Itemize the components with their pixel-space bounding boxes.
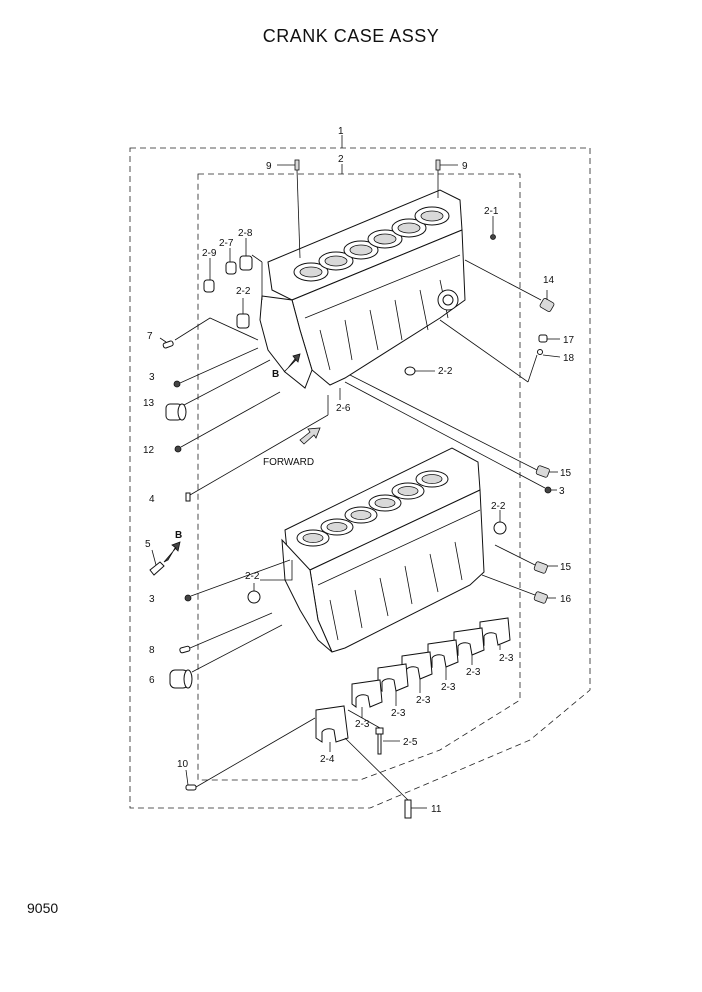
callout-3c: 3 <box>149 594 155 605</box>
callout-6: 6 <box>149 675 155 686</box>
callout-2-8: 2-8 <box>238 228 253 239</box>
callout-9b: 9 <box>462 161 468 172</box>
callout-2-2a: 2-2 <box>236 286 251 297</box>
lower-crankcase-block <box>281 447 485 653</box>
callout-2-3f: 2-3 <box>355 719 370 730</box>
callout-2-3a: 2-3 <box>499 653 514 664</box>
assembly-1-boundary <box>129 147 591 809</box>
view-b-arrow-upper <box>283 353 301 373</box>
callout-2-2d: 2-2 <box>245 571 260 582</box>
bushing-2-2c <box>493 521 507 535</box>
callout-2-9: 2-9 <box>202 248 217 259</box>
callout-2-4: 2-4 <box>320 754 335 765</box>
callout-2-2c: 2-2 <box>491 501 506 512</box>
callout-5: 5 <box>145 539 151 550</box>
callout-2: 2 <box>338 154 344 165</box>
pin-8 <box>179 645 191 654</box>
plug-15b <box>533 561 548 574</box>
callout-13: 13 <box>143 398 155 409</box>
callout-16: 16 <box>560 594 572 605</box>
callout-3b: 3 <box>559 486 565 497</box>
assembly-2-boundary <box>197 173 521 781</box>
callout-8: 8 <box>149 645 155 656</box>
pin-7 <box>162 340 174 349</box>
callout-2-5: 2-5 <box>403 737 418 748</box>
callout-2-3b: 2-3 <box>466 667 481 678</box>
callout-2-1: 2-1 <box>484 206 499 217</box>
bushing-2-2d <box>247 590 261 604</box>
plug-13 <box>165 403 187 421</box>
dowel-pin-9b <box>435 159 441 171</box>
pin-11 <box>404 799 412 819</box>
dowel-pin-9a <box>294 159 300 171</box>
callout-2-3e: 2-3 <box>391 708 406 719</box>
callout-1: 1 <box>338 126 344 137</box>
callout-9a: 9 <box>266 161 272 172</box>
callout-17: 17 <box>563 335 575 346</box>
view-b-upper-label: B <box>272 369 279 380</box>
callout-10: 10 <box>177 759 189 770</box>
bolt-2-5 <box>375 727 384 755</box>
view-b-lower-label: B <box>175 530 182 541</box>
callout-4: 4 <box>149 494 155 505</box>
pin-4 <box>185 492 191 502</box>
callout-14: 14 <box>543 275 555 286</box>
plug-3c <box>184 594 192 602</box>
plug-2-1 <box>490 234 496 240</box>
sleeve-set <box>203 255 253 329</box>
callout-18: 18 <box>563 353 575 364</box>
plug-17 <box>538 334 548 343</box>
diagram-title: CRANK CASE ASSY <box>262 26 440 46</box>
callout-15a: 15 <box>560 468 572 479</box>
callout-2-3d: 2-3 <box>416 695 431 706</box>
plug-14 <box>539 298 555 312</box>
callout-7: 7 <box>147 331 153 342</box>
forward-label: FORWARD <box>263 457 314 468</box>
callout-2-6: 2-6 <box>336 403 351 414</box>
page-number: 9050 <box>27 900 59 916</box>
callout-15b: 15 <box>560 562 572 573</box>
callout-3a: 3 <box>149 372 155 383</box>
upper-crankcase-block <box>259 189 466 389</box>
plug-5 <box>149 561 165 576</box>
pin-10 <box>185 784 197 791</box>
bushing-2-2b <box>404 366 416 376</box>
plug-18 <box>537 349 543 355</box>
plug-16 <box>533 591 548 604</box>
plug-3b <box>544 486 552 494</box>
plug-15a <box>535 465 550 478</box>
callout-12: 12 <box>143 445 155 456</box>
view-b-arrow-lower <box>163 541 181 563</box>
plug-6 <box>169 669 193 689</box>
plug-12 <box>174 445 182 453</box>
callout-2-3c: 2-3 <box>441 682 456 693</box>
callout-2-2b: 2-2 <box>438 366 453 377</box>
plug-3a <box>173 380 181 388</box>
forward-arrow <box>299 427 321 445</box>
callout-11: 11 <box>431 804 442 815</box>
callout-2-7: 2-7 <box>219 238 234 249</box>
bearing-caps <box>315 617 511 743</box>
